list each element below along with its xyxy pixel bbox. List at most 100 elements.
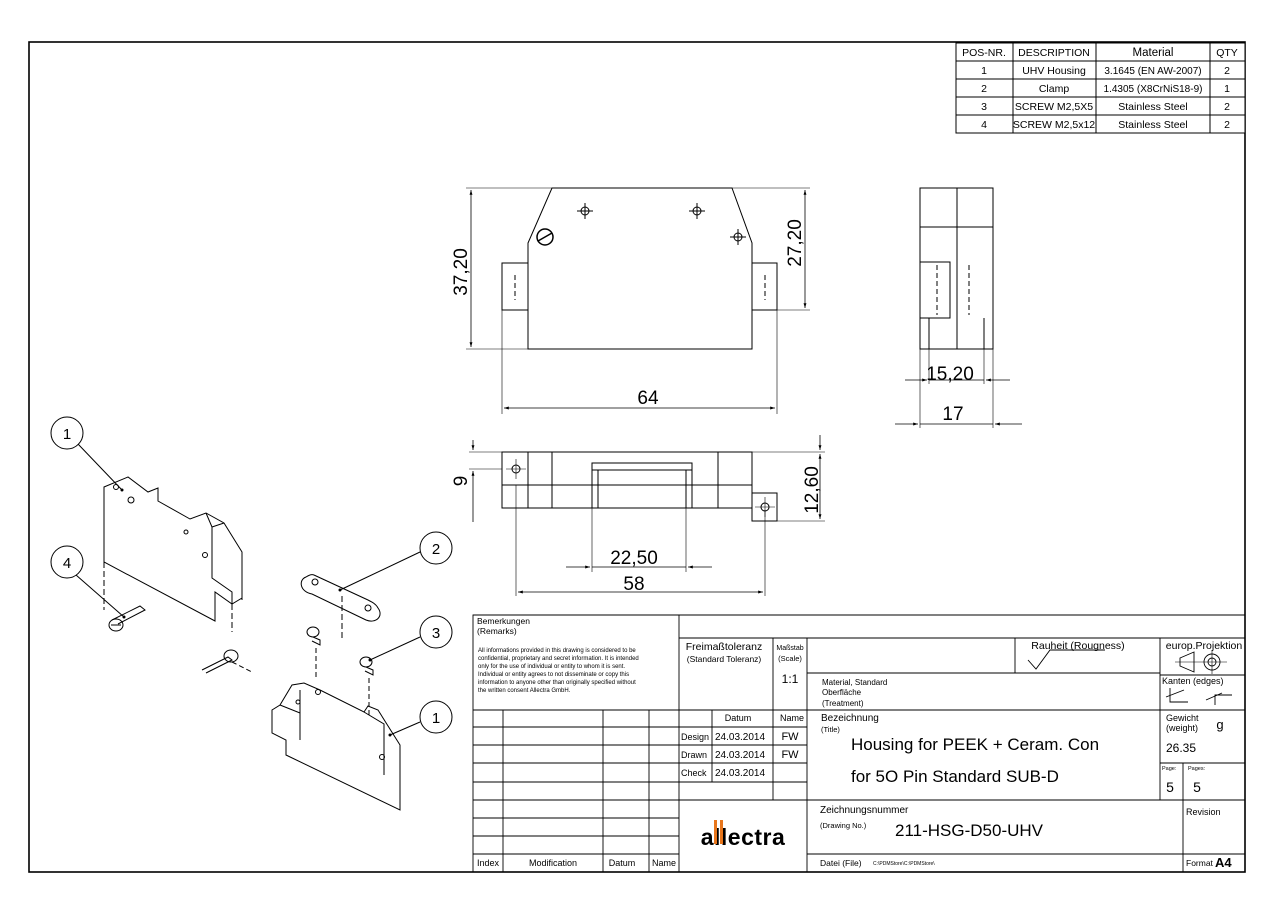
file-path: C:\PDMStore\C:\PDMStore\	[873, 861, 935, 867]
edges-label: Kanten (edges)	[1162, 676, 1224, 686]
tolerance-subtitle: (Standard Toleranz)	[687, 654, 762, 664]
title-block-text: Bemerkungen (Remarks) All informations p…	[477, 616, 1242, 870]
bom-row1-description: UHV Housing	[1022, 65, 1086, 77]
tolerance-title: Freimaßtoleranz	[686, 641, 762, 653]
bom-row4-pos: 4	[981, 119, 987, 131]
bom-row1-pos: 1	[981, 65, 987, 77]
remarks-title: Bemerkungen	[477, 616, 530, 626]
material-label: Material, Standard	[822, 678, 887, 687]
bom-header-pos: POS-NR.	[962, 47, 1006, 59]
weight-label: Gewicht	[1166, 713, 1199, 723]
scale-subtitle: (Scale)	[778, 654, 802, 663]
dim-top-width: 58	[623, 574, 644, 595]
balloon-4: 4	[50, 545, 126, 619]
bom-row3-description: SCREW M2,5X5	[1015, 101, 1093, 113]
surface-label: Oberfläche	[822, 688, 862, 697]
front-view	[466, 187, 810, 414]
logo-accent-bar-1	[714, 820, 717, 844]
title-label: Bezeichnung	[821, 713, 879, 724]
drawing-number: 211-HSG-D50-UHV	[895, 821, 1044, 840]
remarks-line-2: confidential, proprietary and secret inf…	[478, 656, 639, 662]
drawn-date: 24.03.2014	[715, 750, 765, 761]
dim-side-width: 17	[942, 404, 963, 425]
side-view	[895, 187, 1022, 428]
projection-label: europ.Projektion	[1166, 640, 1243, 652]
drawing-title-line-2: for 5O Pin Standard SUB-D	[851, 767, 1059, 786]
bom-table: POS-NR. DESCRIPTION Material QTY 1 UHV H…	[955, 42, 1246, 134]
logo-accent-bar-2	[720, 820, 723, 844]
svg-text:1: 1	[432, 710, 440, 727]
bom-header-qty: QTY	[1216, 47, 1238, 59]
isometric-exploded-view	[103, 476, 401, 811]
remarks-line-5: information to anyone other than origina…	[478, 680, 636, 686]
check-date: 24.03.2014	[715, 768, 765, 779]
remarks-line-6: the written consent Allectra GmbH.	[478, 688, 571, 694]
bom-row4-material: Stainless Steel	[1118, 119, 1187, 131]
pages-label: Pages:	[1188, 766, 1206, 772]
scale-value: 1:1	[782, 672, 799, 686]
top-view	[469, 435, 825, 596]
bom-row3-qty: 2	[1224, 101, 1230, 113]
dim-front-height: 37,20	[451, 248, 472, 296]
title-subtitle: (Title)	[821, 725, 840, 734]
design-name: FW	[781, 731, 799, 743]
treatment-label: (Treatment)	[822, 699, 864, 708]
drawing-number-label: Zeichnungsnummer	[820, 805, 909, 816]
allectra-logo: allectra	[701, 824, 786, 850]
bom-row2-material: 1.4305 (X8CrNiS18-9)	[1104, 84, 1203, 95]
page-label: Page:	[1162, 766, 1177, 772]
bom-row1-material: 3.1645 (EN AW-2007)	[1104, 66, 1201, 77]
dim-top-slot: 22,50	[610, 548, 658, 569]
drawn-label: Drawn	[681, 750, 707, 760]
drawing-number-subtitle: (Drawing No.)	[820, 821, 867, 830]
page-value: 5	[1166, 779, 1174, 795]
drawn-name: FW	[781, 749, 799, 761]
pages-value: 5	[1193, 779, 1201, 795]
bom-row2-description: Clamp	[1039, 83, 1070, 95]
weight-unit: g	[1216, 717, 1223, 732]
part-balloons: 1 2 3 1 4	[50, 416, 453, 737]
dim-front-width: 64	[637, 388, 659, 409]
svg-text:1: 1	[63, 426, 71, 443]
roughness-label: Rauheit (Rougness)	[1031, 640, 1124, 652]
remarks-line-3: only for the use of individual or entity…	[478, 664, 625, 670]
balloon-1-lower: 1	[388, 700, 453, 737]
file-label: Datei (File)	[820, 858, 862, 868]
weight-subtitle: (weight)	[1166, 723, 1198, 733]
bom-row2-qty: 1	[1224, 83, 1230, 95]
modification-datum-label: Datum	[609, 858, 636, 868]
title-block	[472, 614, 1246, 873]
svg-text:4: 4	[63, 555, 71, 572]
dim-front-inner-height: 27,20	[785, 219, 806, 267]
bom-row4-description: SCREW M2,5x12	[1013, 119, 1095, 131]
name-header: Name	[780, 713, 804, 723]
bom-row2-pos: 2	[981, 83, 987, 95]
svg-text:2: 2	[432, 541, 440, 558]
bom-row4-qty: 2	[1224, 119, 1230, 131]
balloon-1-upper: 1	[50, 416, 124, 492]
datum-header: Datum	[725, 713, 752, 723]
svg-text:3: 3	[432, 625, 440, 642]
index-label: Index	[477, 858, 500, 868]
balloon-3: 3	[368, 615, 453, 662]
format-label: Format	[1186, 858, 1214, 868]
modification-name-label: Name	[652, 858, 676, 868]
drawing-title-line-1: Housing for PEEK + Ceram. Con	[851, 735, 1099, 754]
bom-header-description: DESCRIPTION	[1018, 47, 1090, 59]
dim-top-height: 12,60	[802, 466, 823, 514]
dim-top-offset: 9	[451, 476, 472, 487]
weight-value: 26.35	[1166, 741, 1196, 755]
design-label: Design	[681, 732, 709, 742]
bom-row1-qty: 2	[1224, 65, 1230, 77]
format-value: A4	[1215, 855, 1232, 870]
revision-label: Revision	[1186, 807, 1221, 817]
remarks-subtitle: (Remarks)	[477, 626, 517, 636]
bom-header-material: Material	[1133, 47, 1174, 59]
scale-label: Maßstab	[776, 645, 803, 652]
remarks-line-4: Individual or entity agrees to not disse…	[478, 672, 629, 678]
balloon-2: 2	[338, 531, 453, 592]
dim-side-inner: 15,20	[926, 364, 974, 385]
bom-row3-pos: 3	[981, 101, 987, 113]
